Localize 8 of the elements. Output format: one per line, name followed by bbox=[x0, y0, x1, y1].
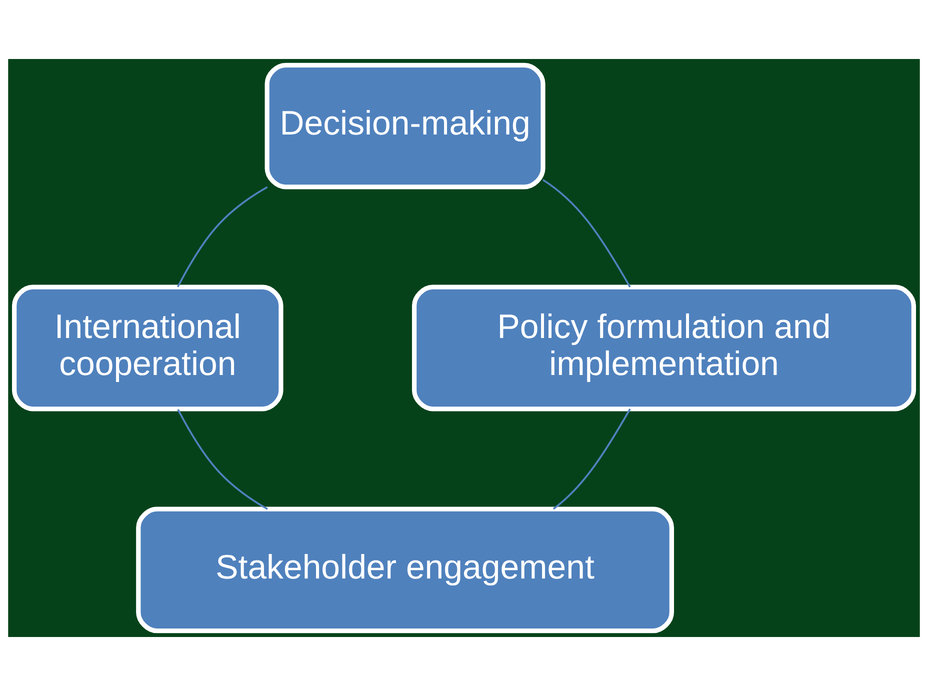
connector bbox=[177, 409, 268, 510]
node-box: International cooperation bbox=[12, 284, 284, 412]
node-box: Policy formulation and implementation bbox=[412, 284, 916, 412]
connector bbox=[542, 179, 631, 288]
node-box: Stakeholder engagement bbox=[136, 506, 674, 634]
node-box: Decision-making bbox=[264, 62, 546, 190]
connector bbox=[552, 408, 631, 510]
connector bbox=[176, 186, 268, 288]
